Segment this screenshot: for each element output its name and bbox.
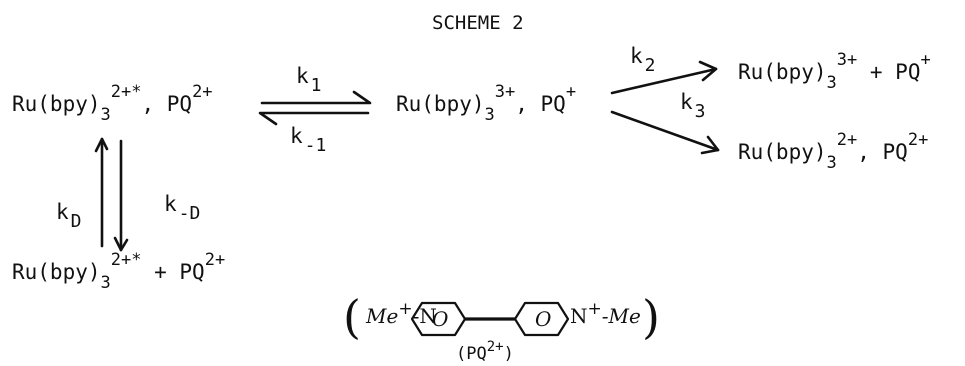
free-excited-partner: + PQ <box>141 260 205 284</box>
label-close: ) <box>503 344 514 364</box>
right-pyridinium-ring <box>513 301 570 337</box>
ion-pair-partner: , PQ <box>515 92 566 116</box>
arrow-k2-head <box>698 60 718 82</box>
ground-pair-sub: 3 <box>826 153 837 173</box>
rate-k-minusD: k-D <box>164 192 200 223</box>
free-excited-partner-charge: 2+ <box>204 250 226 270</box>
arrow-k2 <box>610 67 718 95</box>
structure-right-paren: ) <box>642 290 660 344</box>
k-minusD-letter: k <box>164 192 177 216</box>
structure-label: (PQ2+) <box>456 339 514 364</box>
rate-k-minus1: k-1 <box>290 124 326 155</box>
structure-right-group: N+-Me <box>570 301 641 328</box>
free-excited-charge: 2+* <box>110 250 142 270</box>
kD-letter: k <box>56 200 69 224</box>
structure-left-group: Me+-N <box>366 301 437 328</box>
forward-harpoon-k1 <box>260 90 372 105</box>
excited-pair-partner-charge: 2+ <box>192 82 213 102</box>
separated-ions-sub: 3 <box>826 73 837 93</box>
arrow-k-minusD-head <box>113 236 129 252</box>
species-ion-pair: Ru(bpy)3 3+, PQ+ <box>396 84 576 124</box>
right-charge: + <box>587 299 602 319</box>
reverse-harpoon-k-1 <box>258 111 370 126</box>
label-charge: 2+ <box>486 339 504 355</box>
right-methyl: -Me <box>601 304 641 328</box>
ion-pair-sub: 3 <box>484 105 495 125</box>
separated-ions-partner-charge: + <box>920 50 931 70</box>
k-minusD-sub: -D <box>178 203 201 224</box>
arrow-k3 <box>610 110 720 152</box>
ion-pair-partner-charge: + <box>565 82 577 102</box>
arrow-k3-head <box>700 135 720 155</box>
structure-left-paren: ( <box>343 290 361 344</box>
excited-pair-sub: 3 <box>100 105 111 125</box>
k2-sub: 2 <box>644 55 656 76</box>
separated-ions-charge: 3+ <box>836 50 858 70</box>
excited-pair-charge: 2+* <box>110 82 142 102</box>
ground-pair-base: Ru(bpy) <box>738 140 827 164</box>
free-excited-base: Ru(bpy) <box>12 260 101 284</box>
free-excited-sub: 3 <box>100 273 111 293</box>
ion-pair-charge: 3+ <box>494 82 516 102</box>
k2-letter: k <box>630 44 643 68</box>
ground-pair-charge: 2+ <box>836 130 858 150</box>
separated-ions-base: Ru(bpy) <box>738 60 827 84</box>
left-methyl: Me <box>366 304 399 328</box>
right-ring-circle: O <box>535 307 552 331</box>
k3-sub: 3 <box>694 101 706 122</box>
excited-pair-base: Ru(bpy) <box>12 92 101 116</box>
excited-pair-partner: , PQ <box>141 92 193 116</box>
left-nitrogen: -N <box>412 304 437 328</box>
ground-pair-partner-charge: 2+ <box>907 130 929 150</box>
kD-sub: D <box>70 211 82 232</box>
k1-letter: k <box>296 64 309 88</box>
left-ring-circle: O <box>432 307 449 331</box>
species-excited-pair: Ru(bpy)3 2+*, PQ2+ <box>12 84 213 124</box>
k-minus1-sub: -1 <box>304 135 327 156</box>
k-minus1-letter: k <box>290 124 303 148</box>
label-open: (PQ <box>456 344 487 364</box>
species-free-excited: Ru(bpy)3 2+* + PQ2+ <box>12 252 225 292</box>
species-ground-pair: Ru(bpy)3 2+, PQ2+ <box>738 132 928 172</box>
k3-letter: k <box>680 90 693 114</box>
arrow-kD-head <box>94 137 109 153</box>
right-nitrogen: N <box>570 304 588 328</box>
ground-pair-partner: , PQ <box>857 140 908 164</box>
species-separated-ions: Ru(bpy)3 3+ + PQ+ <box>738 52 931 92</box>
k1-sub: 1 <box>310 75 322 96</box>
left-charge: + <box>398 299 413 319</box>
separated-ions-partner: + PQ <box>857 60 921 84</box>
ion-pair-base: Ru(bpy) <box>396 92 485 116</box>
paraquat-structure <box>410 301 570 337</box>
scheme-title: SCHEME 2 <box>432 12 524 34</box>
